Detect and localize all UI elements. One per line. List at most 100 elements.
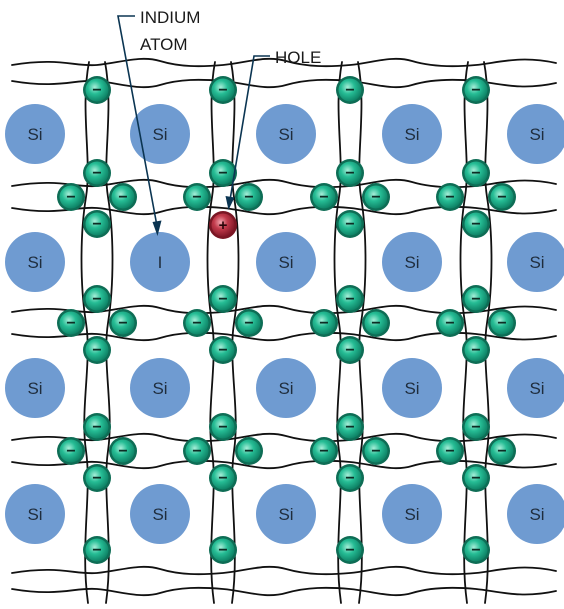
electron-minus-sign: − — [192, 189, 201, 206]
electron-body — [338, 161, 362, 185]
electron-body — [59, 185, 83, 209]
silicon-atom-label: Si — [529, 253, 544, 272]
electron: − — [83, 159, 111, 187]
electron-body — [490, 311, 514, 335]
electron: − — [235, 309, 263, 337]
electron: − — [336, 159, 364, 187]
silicon-atom-label: Si — [404, 125, 419, 144]
electron: − — [83, 536, 111, 564]
electron-body — [211, 415, 235, 439]
electron-body — [338, 415, 362, 439]
silicon-atom-circle — [507, 484, 564, 544]
silicon-atom-circle — [382, 358, 442, 418]
electron-minus-sign: − — [92, 419, 101, 436]
electron-body — [464, 161, 488, 185]
electron-minus-sign: − — [92, 165, 101, 182]
electron-minus-sign: − — [92, 216, 101, 233]
callouts-layer: INDIUM ATOM HOLE — [117, 8, 321, 236]
electron-body — [237, 439, 261, 463]
indium-callout-label-line2: ATOM — [140, 35, 188, 54]
electron-minus-sign: − — [92, 470, 101, 487]
electron-minus-sign: − — [345, 82, 354, 99]
electron-body — [85, 212, 109, 236]
silicon-atom-circle — [382, 104, 442, 164]
silicon-atom-circle — [5, 104, 65, 164]
electron-minus-sign: − — [92, 542, 101, 559]
electron: − — [183, 183, 211, 211]
electron-body — [211, 538, 235, 562]
electron-minus-sign: − — [471, 82, 480, 99]
electron: − — [462, 464, 490, 492]
electron-minus-sign: − — [92, 291, 101, 308]
electron: − — [209, 159, 237, 187]
indium-callout-arrowhead — [152, 220, 162, 236]
electron-minus-sign: − — [445, 315, 454, 332]
electron-body — [85, 538, 109, 562]
electron-body — [211, 78, 235, 102]
electron-minus-sign: − — [345, 542, 354, 559]
electron: − — [462, 413, 490, 441]
electron-body — [464, 212, 488, 236]
silicon-atom-circle — [5, 484, 65, 544]
electron-body — [438, 185, 462, 209]
silicon-atom-circle — [130, 358, 190, 418]
silicon-atom: Si — [382, 104, 442, 164]
vertical-bond-orbit — [230, 61, 240, 604]
electron: − — [462, 336, 490, 364]
silicon-atom-label: Si — [27, 505, 42, 524]
electron: − — [336, 76, 364, 104]
electron-minus-sign: − — [66, 443, 75, 460]
silicon-atom-label: Si — [27, 125, 42, 144]
electron-minus-sign: − — [445, 443, 454, 460]
electron: − — [336, 536, 364, 564]
vertical-bond-orbit — [459, 61, 469, 604]
electron-body — [364, 439, 388, 463]
electron: − — [235, 437, 263, 465]
silicon-atom: Si — [5, 484, 65, 544]
electron-body — [464, 466, 488, 490]
horizontal-bond-orbit — [11, 57, 557, 68]
electron-body — [464, 287, 488, 311]
electron: − — [235, 183, 263, 211]
electron-body — [364, 311, 388, 335]
silicon-atom: Si — [507, 104, 564, 164]
electron: − — [462, 76, 490, 104]
silicon-atom: Si — [130, 358, 190, 418]
silicon-atom-circle — [130, 484, 190, 544]
electron-body — [211, 466, 235, 490]
electron-minus-sign: − — [319, 443, 328, 460]
electron-minus-sign: − — [345, 291, 354, 308]
electron-minus-sign: − — [471, 542, 480, 559]
electron: − — [462, 159, 490, 187]
electrons-layer: −−−−−−−−−−−−−−−−−−−−−−−+−−−−−−−−−−−−−−−−… — [57, 76, 516, 564]
electron: − — [57, 437, 85, 465]
electron-body — [59, 439, 83, 463]
electron-minus-sign: − — [497, 315, 506, 332]
electron-minus-sign: − — [218, 470, 227, 487]
electron-minus-sign: − — [471, 470, 480, 487]
indium-callout-leader — [117, 15, 158, 227]
electron: − — [310, 437, 338, 465]
horizontal-bond-orbit — [11, 331, 557, 342]
hole: + — [209, 211, 237, 239]
electron: − — [83, 413, 111, 441]
electron-body — [185, 439, 209, 463]
electron-body — [111, 311, 135, 335]
electron-body — [490, 439, 514, 463]
electron: − — [336, 336, 364, 364]
electron-body — [111, 439, 135, 463]
electron-minus-sign: − — [244, 189, 253, 206]
electron-minus-sign: − — [497, 443, 506, 460]
electron-minus-sign: − — [371, 189, 380, 206]
electron: − — [462, 210, 490, 238]
electron-body — [364, 185, 388, 209]
electron: − — [336, 210, 364, 238]
horizontal-bond-orbit — [11, 459, 557, 470]
electron: − — [488, 309, 516, 337]
silicon-atom-circle — [256, 232, 316, 292]
electron: − — [336, 413, 364, 441]
electron: − — [462, 536, 490, 564]
electron-minus-sign: − — [92, 342, 101, 359]
electron-body — [438, 311, 462, 335]
electron-body — [237, 185, 261, 209]
